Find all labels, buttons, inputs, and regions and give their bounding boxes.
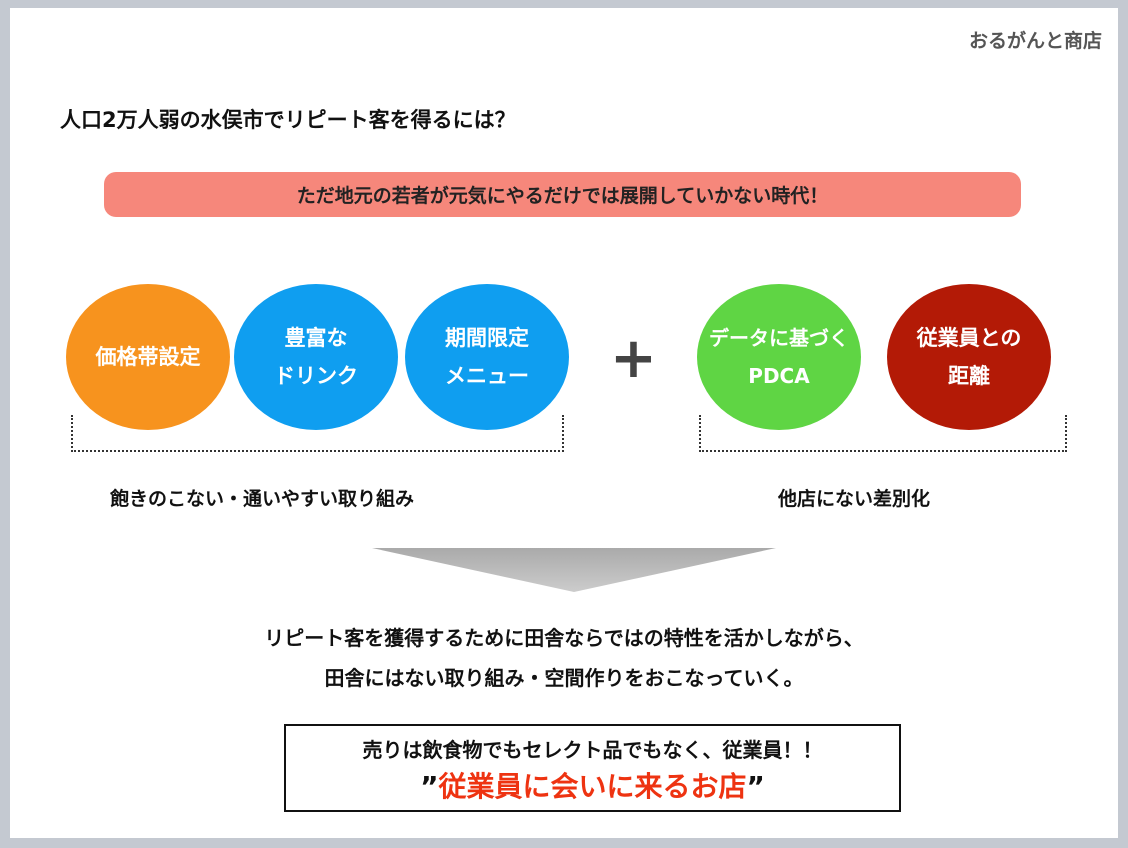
circle-staff-distance: 従業員との距離 xyxy=(887,284,1051,430)
right-label: 他店にない差別化 xyxy=(778,488,931,510)
left-label: 飽きのこない・通いやすい取り組み xyxy=(110,488,415,510)
plus-icon: + xyxy=(610,326,657,391)
circle-price: 価格帯設定 xyxy=(66,284,230,430)
slogan: ”従業員に会いに来るお店” xyxy=(420,770,765,803)
right-bracket xyxy=(699,415,1067,452)
circle-drinks: 豊富なドリンク xyxy=(234,284,398,430)
key-message: 売りは飲食物でもセレクト品でもなく、従業員！！ xyxy=(362,738,823,762)
banner: ただ地元の若者が元気にやるだけでは展開していかない時代！ xyxy=(104,172,1021,217)
slide-title: 人口2万人弱の水俣市でリピート客を得るには？ xyxy=(60,108,516,132)
brand-name: おるがんと商店 xyxy=(968,30,1102,52)
down-arrow-icon xyxy=(372,548,776,592)
conclusion: リピート客を獲得するために田舎ならではの特性を活かしながら、田舎にはない取り組み… xyxy=(264,626,864,690)
slide: おるがんと商店 人口2万人弱の水俣市でリピート客を得るには？ ただ地元の若者が元… xyxy=(10,8,1118,838)
circle-limited-menu: 期間限定メニュー xyxy=(405,284,569,430)
left-bracket xyxy=(71,415,564,452)
key-message-box: 売りは飲食物でもセレクト品でもなく、従業員！！ ”従業員に会いに来るお店” xyxy=(284,724,901,812)
